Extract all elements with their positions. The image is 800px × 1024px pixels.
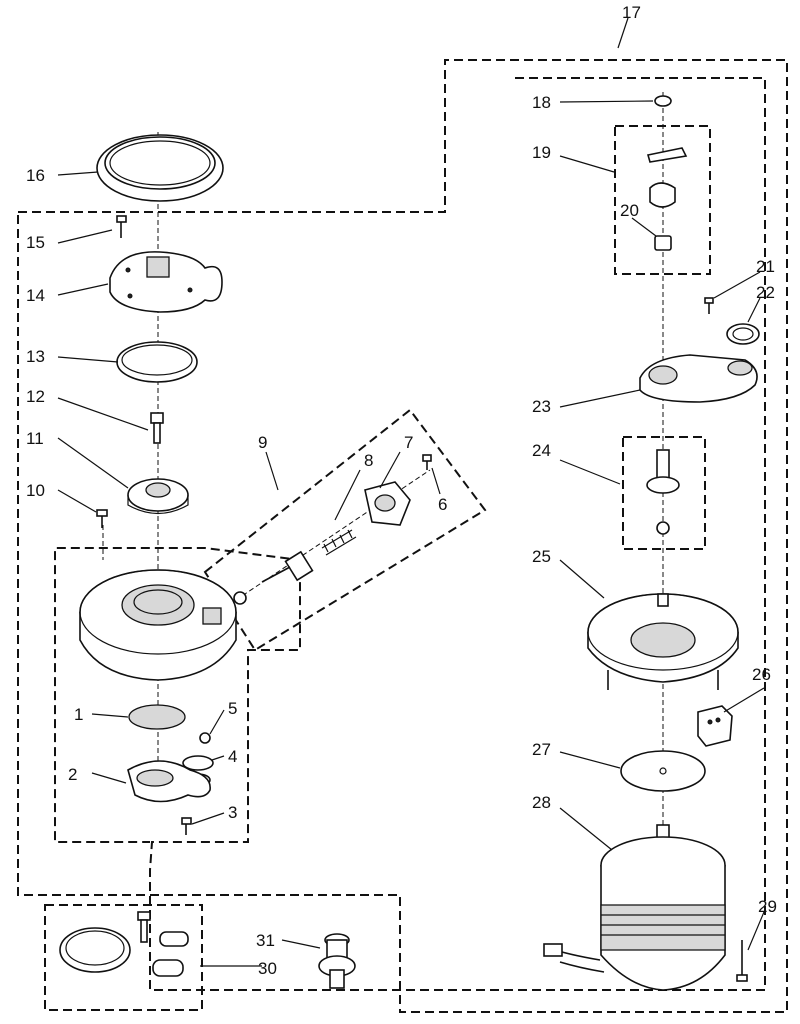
part-25-motor-mount — [587, 593, 739, 690]
pump-housing — [79, 569, 237, 681]
callout-4: 4 — [228, 747, 237, 766]
part-3-screw — [181, 817, 192, 835]
part-1-filter — [128, 704, 186, 730]
callout-11: 11 — [26, 429, 44, 448]
part-11-impeller — [127, 478, 189, 514]
callout-2: 2 — [68, 765, 77, 784]
callout-5: 5 — [228, 699, 237, 718]
callout-13: 13 — [26, 347, 45, 366]
callout-15: 15 — [26, 233, 45, 252]
part-15-screw — [116, 215, 127, 238]
part-18-nut — [654, 95, 672, 107]
callout-17: 17 — [622, 3, 641, 22]
part-20-bushing — [654, 235, 672, 251]
callout-14: 14 — [26, 286, 45, 305]
callout-8: 8 — [364, 451, 373, 470]
callout-18: 18 — [532, 93, 551, 112]
callout-6: 6 — [438, 495, 447, 514]
part-26-terminal-block — [697, 705, 733, 747]
part-5-ball — [199, 732, 211, 744]
callout-1: 1 — [74, 705, 83, 724]
callout-16: 16 — [26, 166, 45, 185]
part-7-valve-cover — [364, 481, 411, 526]
callout-28: 28 — [532, 793, 551, 812]
part-2-housing-base — [127, 760, 211, 803]
callout-3: 3 — [228, 803, 237, 822]
part-14-plate — [109, 251, 223, 313]
callout-19: 19 — [532, 143, 551, 162]
part-23-bracket — [639, 354, 758, 403]
callout-27: 27 — [532, 740, 551, 759]
callout-23: 23 — [532, 397, 551, 416]
callout-10: 10 — [26, 481, 45, 500]
part-8-valve-stem — [233, 529, 357, 605]
part-10-screw — [96, 509, 108, 528]
leader-lines — [57, 17, 765, 967]
part-16-ring — [96, 134, 224, 202]
part-6-screw — [422, 454, 432, 470]
part-31-fitting — [318, 933, 356, 989]
callout-25: 25 — [532, 547, 551, 566]
callout-29: 29 — [758, 897, 777, 916]
callout-20: 20 — [620, 201, 639, 220]
callout-21: 21 — [756, 257, 775, 276]
callout-12: 12 — [26, 387, 45, 406]
part-30-kit — [59, 911, 189, 977]
part-24-shaft — [646, 449, 680, 535]
part-28-motor — [543, 824, 726, 991]
part-21-screw — [704, 297, 714, 314]
callout-9: 9 — [258, 433, 267, 452]
callout-26: 26 — [752, 665, 771, 684]
callout-22: 22 — [756, 283, 775, 302]
part-12-bolt — [150, 412, 164, 444]
part-13-ring — [116, 341, 198, 383]
callout-30: 30 — [258, 959, 277, 978]
part-19-switch — [646, 147, 688, 208]
group-30-outline — [44, 904, 203, 1011]
group-9-outline — [203, 408, 487, 652]
part-27-disc — [620, 750, 706, 792]
part-29-screw — [736, 940, 748, 982]
callout-labels: 1 2 3 4 5 6 7 8 9 10 11 12 13 14 15 16 1… — [26, 3, 777, 978]
callout-24: 24 — [532, 441, 551, 460]
part-22-ring — [726, 323, 760, 345]
callout-7: 7 — [404, 433, 413, 452]
group-17-outline — [17, 59, 788, 1013]
callout-31: 31 — [256, 931, 275, 950]
